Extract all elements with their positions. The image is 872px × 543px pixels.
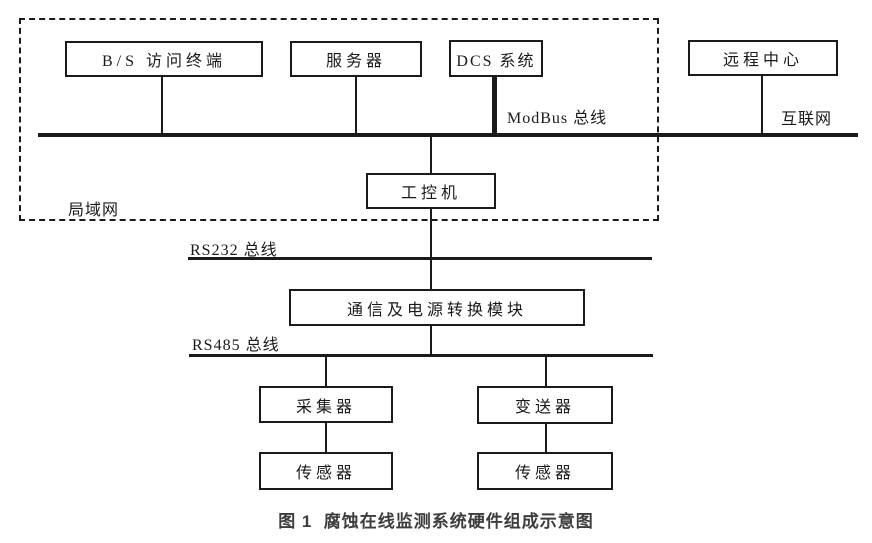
connector-collector-sensor: [325, 423, 327, 452]
rs232-bus-label: RS232 总线: [190, 242, 278, 259]
node-collector: 采集器: [259, 386, 393, 423]
node-remote-center: 远程中心: [688, 40, 838, 76]
connector-rs485-transmitter: [545, 357, 547, 386]
node-bs-terminal: B/S 访问终端: [65, 41, 263, 77]
node-transmitter: 变送器: [477, 386, 613, 424]
connector-ipc-converter: [430, 209, 432, 289]
node-sensor-left: 传感器: [259, 452, 393, 490]
lan-label: 局域网: [68, 202, 120, 219]
connector-bus-ipc: [430, 137, 432, 173]
rs485-bus-line: [189, 354, 653, 357]
node-industrial-pc: 工控机: [366, 173, 496, 209]
figure-caption: 图 1 腐蚀在线监测系统硬件组成示意图: [278, 512, 594, 531]
rs232-bus-line: [188, 257, 652, 260]
rs485-bus-label: RS485 总线: [192, 337, 280, 354]
connector-server-bus: [355, 77, 357, 133]
connector-converter-rs485: [430, 326, 432, 354]
connector-bs-terminal-bus: [161, 77, 163, 133]
connector-transmitter-sensor: [545, 424, 547, 452]
internet-label: 互联网: [781, 111, 833, 128]
lan-boundary-box: [19, 18, 659, 221]
modbus-bus-label: ModBus 总线: [507, 110, 608, 127]
connector-rs485-collector: [325, 357, 327, 386]
node-server: 服务器: [290, 41, 422, 77]
node-dcs-system: DCS 系统: [449, 40, 543, 77]
node-comm-power-converter: 通信及电源转换模块: [289, 289, 585, 326]
connector-remote-center-bus: [761, 76, 763, 133]
connector-dcs-bus-thick: [492, 77, 497, 133]
node-sensor-right: 传感器: [477, 452, 613, 490]
main-bus-line: [38, 133, 858, 137]
